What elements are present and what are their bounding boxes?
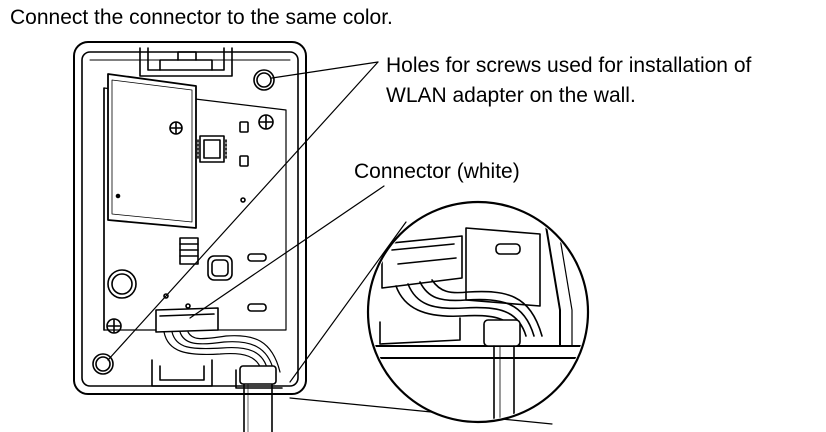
board-screw-2 — [258, 114, 274, 130]
ic-chip — [197, 135, 227, 163]
board-screw-1 — [169, 121, 183, 135]
capacitor — [107, 269, 137, 299]
holes-callout-line1: Holes for screws used for installation o… — [386, 54, 752, 77]
connector-callout-label: Connector (white) — [354, 160, 520, 183]
screw-hole-top-right — [253, 69, 275, 91]
wlan-module — [107, 73, 197, 229]
screw-hole-bottom-left — [92, 353, 114, 375]
smd-components — [163, 121, 267, 312]
callout-lines — [107, 61, 385, 361]
instruction-text: Connect the connector to the same color. — [10, 6, 393, 29]
circuit-board — [103, 87, 287, 331]
connector-white — [155, 307, 219, 333]
top-latch — [139, 47, 233, 77]
holes-callout-line2: WLAN adapter on the wall. — [386, 84, 636, 107]
bottom-clips — [151, 359, 283, 389]
board-screw-3 — [106, 318, 122, 334]
wire-harness — [163, 331, 281, 373]
magnified-detail — [366, 200, 590, 424]
cable — [239, 365, 277, 432]
zoom-lines — [289, 221, 553, 425]
